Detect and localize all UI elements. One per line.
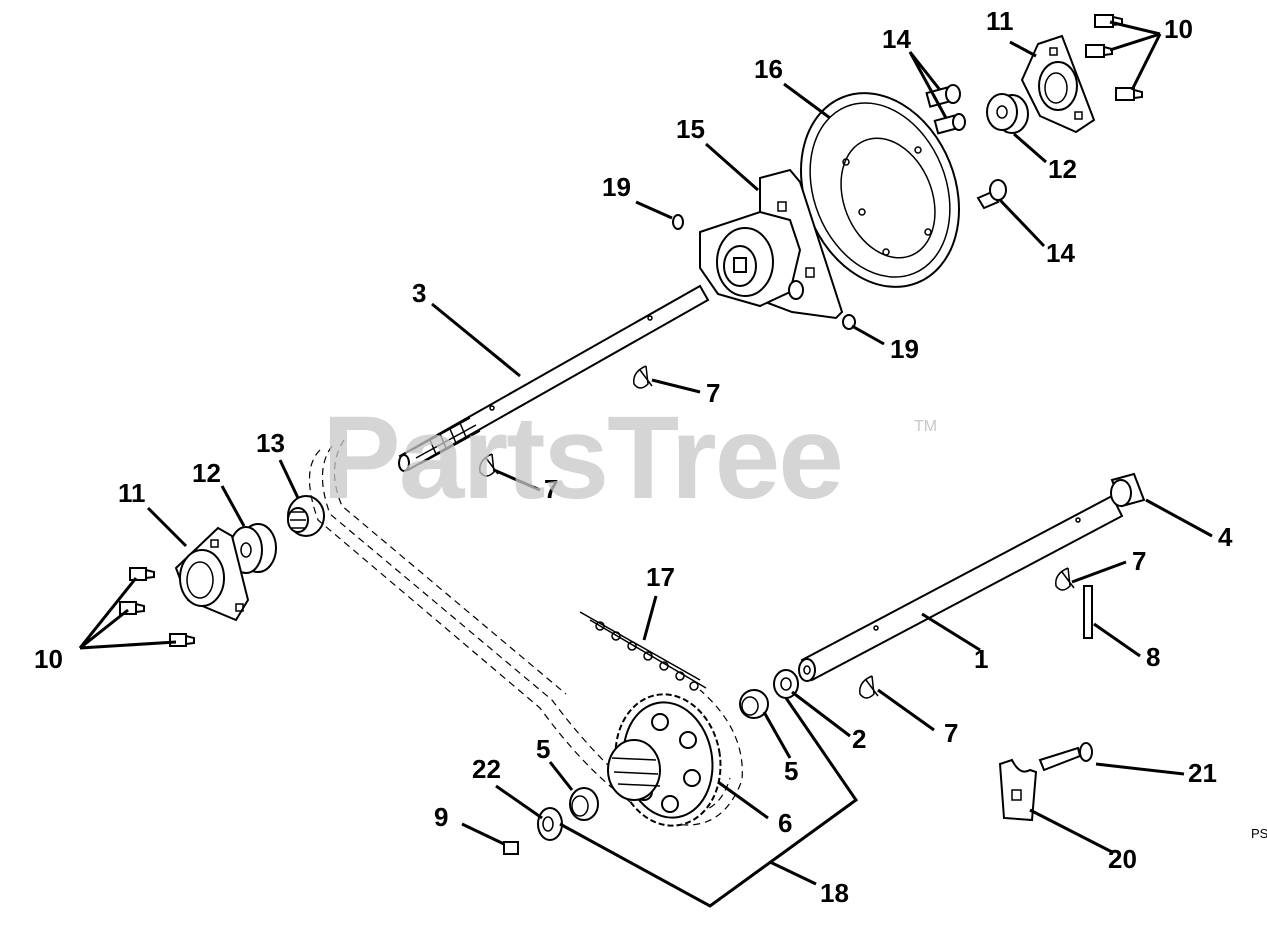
callout-11-lower: 11	[118, 478, 146, 508]
bushing-five-left-part	[569, 787, 599, 821]
callout-19-lower: 19	[890, 334, 919, 364]
drive-shaft-part	[398, 284, 710, 472]
washer-upper-part	[672, 214, 684, 230]
callout-14-upper: 14	[882, 24, 911, 54]
callout-21: 21	[1188, 758, 1217, 788]
callout-2: 2	[852, 724, 866, 754]
callout-18: 18	[820, 878, 849, 908]
callout-16: 16	[754, 54, 783, 84]
brake-disc-part	[800, 92, 960, 288]
callout-1: 1	[974, 644, 988, 674]
large-sprocket-part	[607, 693, 722, 827]
diagram-code: PS	[1251, 826, 1267, 841]
brake-bracket-part	[699, 168, 844, 320]
callout-7-b: 7	[544, 474, 558, 504]
callout-7-a: 7	[706, 378, 720, 408]
self-tap-screw-part	[1038, 742, 1093, 772]
bushing-upper-part	[986, 93, 1029, 134]
callout-4: 4	[1218, 522, 1233, 552]
set-screw-part	[503, 841, 519, 855]
washer-lower-part	[842, 314, 856, 330]
callout-10-upper: 10	[1164, 14, 1193, 44]
callout-7-d: 7	[944, 718, 958, 748]
spring-clip-c-part	[1055, 567, 1075, 591]
thrust-washer-part	[773, 669, 799, 699]
callout-11-upper: 11	[986, 6, 1014, 36]
bolt-lower-part	[976, 179, 1007, 210]
trademark-symbol: TM	[914, 418, 938, 435]
partstree-watermark: PartsTree	[322, 392, 844, 524]
callout-7-c: 7	[1132, 546, 1146, 576]
callout-15: 15	[676, 114, 705, 144]
callout-5-right: 5	[784, 756, 798, 786]
flange-bearing-upper-part	[1020, 34, 1096, 134]
spring-clip-d-part	[859, 675, 879, 699]
jack-shaft-part	[798, 494, 1124, 682]
callout-12-upper: 12	[1048, 154, 1077, 184]
callout-5-left: 5	[536, 734, 550, 764]
callout-8: 8	[1146, 642, 1160, 672]
flange-bearing-lower-part	[174, 526, 250, 622]
spring-clip-a-part	[633, 365, 653, 389]
callout-9: 9	[434, 802, 448, 832]
callout-14-lower: 14	[1046, 238, 1075, 268]
leader-lines	[78, 20, 1213, 908]
bushing-five-right-part	[739, 689, 769, 719]
shaft-key-part	[1083, 585, 1093, 639]
spacer-washer-part	[537, 807, 563, 841]
callout-3: 3	[412, 278, 426, 308]
bolt-upper-part	[925, 84, 966, 135]
callout-10-lower: 10	[34, 644, 63, 674]
callout-12-lower: 12	[192, 458, 221, 488]
callout-22: 22	[472, 754, 501, 784]
small-sprocket-part	[287, 495, 325, 537]
callout-6: 6	[778, 808, 792, 838]
shaft-bushing-part	[1110, 472, 1146, 508]
callout-labels: 1 2 3 4 5 5 6 7 7 7 7 8 9 10 10 11 11 12…	[34, 6, 1233, 908]
callout-13: 13	[256, 428, 285, 458]
callout-19-upper: 19	[602, 172, 631, 202]
mounting-bracket-part	[998, 758, 1038, 822]
callout-20: 20	[1108, 844, 1137, 874]
callout-17: 17	[646, 562, 675, 592]
